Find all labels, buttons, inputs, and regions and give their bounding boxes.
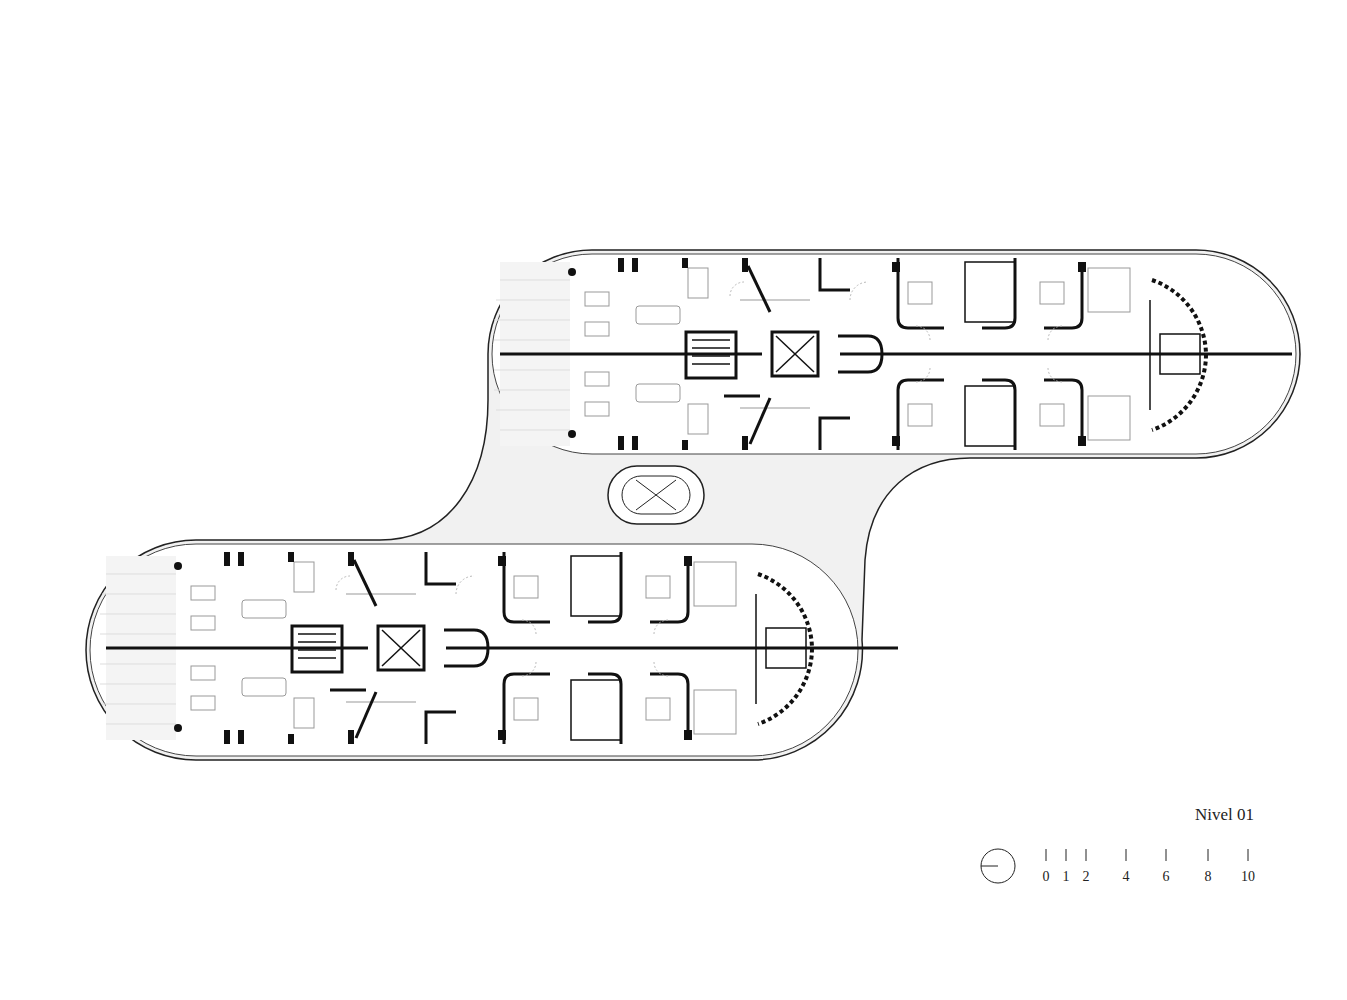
scale-number: 4: [1123, 869, 1130, 884]
scale-number: 1: [1063, 869, 1070, 884]
scale-number: 6: [1163, 869, 1170, 884]
void-cross: [636, 480, 676, 510]
plan-title: Nivel 01: [1195, 806, 1254, 825]
north-arrow: [981, 849, 1015, 883]
scale-number: 0: [1043, 869, 1050, 884]
scale-ticks: [1046, 849, 1248, 861]
scale-number: 2: [1083, 869, 1090, 884]
lower-wing-interior: [100, 552, 898, 744]
building-outline: [86, 250, 1300, 760]
lower-wing: [90, 544, 858, 756]
light-well-inner: [622, 476, 690, 514]
scale-number: 10: [1241, 869, 1255, 884]
north-arrow: [981, 866, 998, 867]
scale-number: 8: [1205, 869, 1212, 884]
upper-wing-interior: [494, 258, 1292, 450]
void-cross: [636, 480, 676, 510]
light-well: [608, 466, 704, 524]
upper-wing: [492, 254, 1296, 454]
